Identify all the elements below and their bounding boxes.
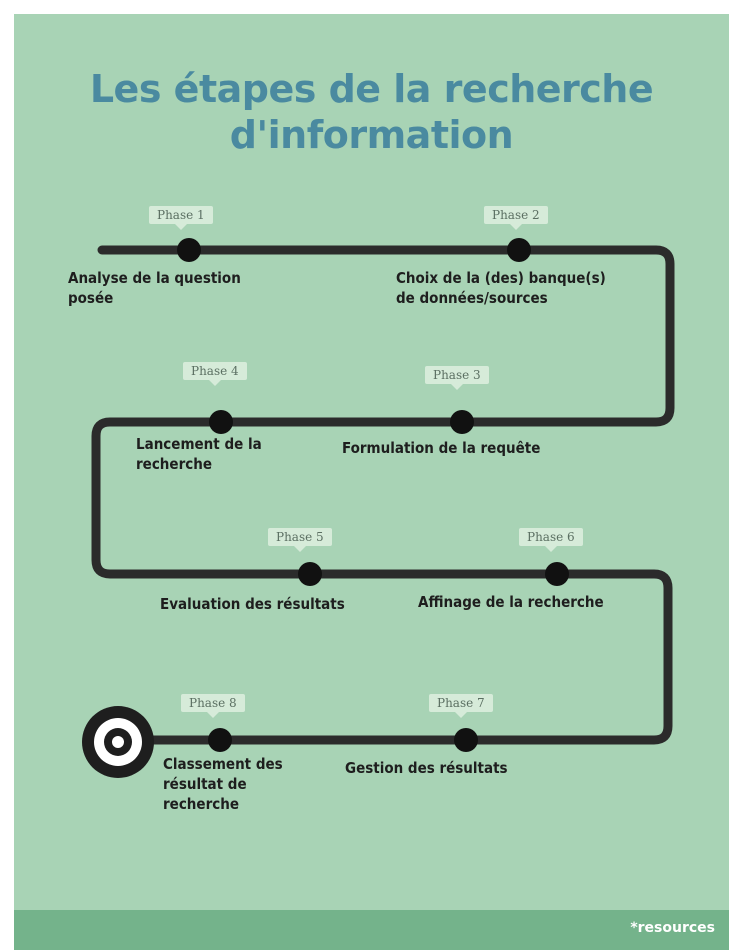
- phase-3-dot: [450, 410, 474, 434]
- phase-1-tag: Phase 1: [149, 206, 213, 230]
- phase-8-dot: [208, 728, 232, 752]
- process-road: [82, 238, 675, 778]
- phase-8-tag: Phase 8: [181, 694, 245, 718]
- page-title: Les étapes de la recherche d'information: [14, 66, 729, 158]
- phase-5-label: Evaluation des résultats: [160, 595, 345, 613]
- phase-7-label: Gestion des résultats: [345, 759, 508, 777]
- phase-1-label: Analyse de la question posée: [68, 269, 241, 307]
- phase-1-dot: [177, 238, 201, 262]
- phase-7-dot: [454, 728, 478, 752]
- phase-5-dot: [298, 562, 322, 586]
- phase-3-label: Formulation de la requête: [342, 439, 541, 457]
- title-line-1: Les étapes de la recherche: [89, 67, 654, 111]
- infographic-poster: Les étapes de la recherche d'information…: [14, 14, 729, 950]
- phase-4-dot: [209, 410, 233, 434]
- phase-2-dot: [507, 238, 531, 262]
- phase-2-label: Choix de la (des) banque(s) de données/s…: [396, 269, 606, 307]
- phase-3-tag: Phase 3: [425, 366, 489, 390]
- footer-credit: *resources: [630, 920, 715, 936]
- phase-8-label: Classement des résultat de recherche: [163, 755, 283, 813]
- footer-bar: *resources: [14, 910, 729, 950]
- phase-5-tag: Phase 5: [268, 528, 332, 552]
- road-line: [91, 245, 675, 745]
- phase-6-label: Affinage de la recherche: [418, 593, 604, 611]
- phase-6-tag: Phase 6: [519, 528, 583, 552]
- phase-7-tag: Phase 7: [429, 694, 493, 718]
- target-icon: [82, 706, 154, 778]
- title-line-2: d'information: [229, 113, 514, 157]
- phase-4-tag: Phase 4: [183, 362, 247, 386]
- phase-4-label: Lancement de la recherche: [136, 435, 262, 473]
- phase-6-dot: [545, 562, 569, 586]
- phase-2-tag: Phase 2: [484, 206, 548, 230]
